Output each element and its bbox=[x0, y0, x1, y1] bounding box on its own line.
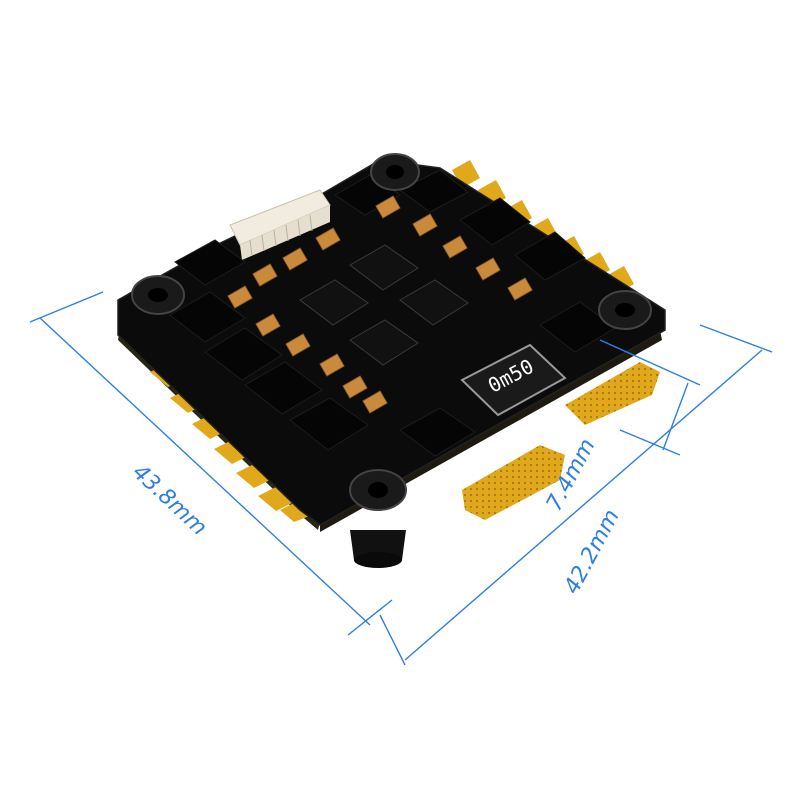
jst-connector-icon bbox=[229, 189, 331, 260]
capacitors bbox=[227, 195, 533, 414]
mounting-hole-grommet-icon bbox=[598, 290, 652, 330]
mosfet-array bbox=[169, 169, 616, 457]
mounting-hole-grommet-icon bbox=[131, 275, 185, 315]
depth-dimension-label: 42.2mm bbox=[560, 506, 625, 599]
width-dimension-label: 43.8mm bbox=[127, 460, 211, 541]
battery-pad-right bbox=[565, 362, 660, 425]
mounting-hole-grommet-icon bbox=[370, 153, 420, 191]
dimension-lines bbox=[29, 291, 773, 666]
battery-pad-large bbox=[462, 445, 565, 520]
current-shunt: 0m50 bbox=[460, 343, 567, 417]
driver-chips bbox=[299, 244, 469, 366]
mounting-hole-grommet-icon bbox=[349, 469, 407, 568]
